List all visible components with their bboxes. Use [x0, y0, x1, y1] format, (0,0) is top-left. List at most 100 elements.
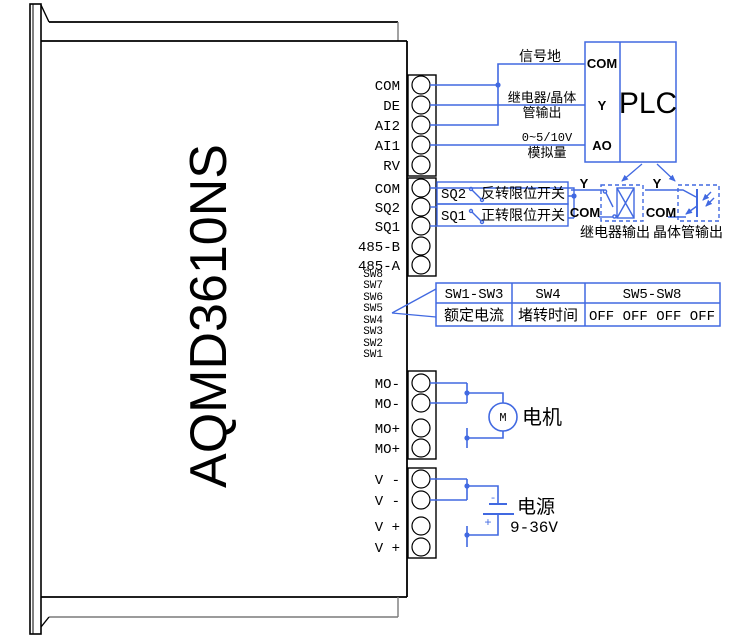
dip-pointer — [391, 288, 437, 318]
plc-pin-ao: AO — [592, 138, 612, 153]
terminal-label-sq1: SQ1 — [375, 220, 400, 236]
plc-title: PLC — [619, 87, 677, 120]
terminal-pin — [411, 197, 431, 217]
terminal-pin — [411, 255, 431, 275]
terminal-label-com: COM — [375, 79, 400, 95]
terminal-pin — [411, 115, 431, 135]
heatsink-bar — [29, 3, 42, 635]
dip-label-sw6: SW6 — [363, 292, 383, 304]
terminal-label-mo-plus2: MO+ — [375, 442, 400, 458]
dip-label-sw4: SW4 — [363, 315, 383, 327]
plc-box — [584, 41, 677, 163]
switch-contact-icon — [468, 208, 485, 225]
arrow-to-transistor-icon — [656, 163, 676, 182]
transistor-dashed-box — [677, 184, 720, 222]
junction-dot — [464, 390, 470, 396]
label-signal-ground: 信号地 — [519, 48, 561, 64]
relay-output-symbol — [571, 184, 644, 222]
terminal-label-rv: RV — [383, 159, 400, 175]
terminal-pin — [411, 373, 431, 393]
device-model-label: AQMD3610NS — [180, 144, 238, 488]
junction-dot — [464, 532, 470, 538]
terminal-label-mo-minus1: MO- — [375, 377, 400, 393]
switch-contact-icon — [468, 186, 485, 203]
battery-plus-sign: + — [484, 516, 491, 530]
battery-minus-sign: - — [490, 493, 497, 505]
dip-label-sw7: SW7 — [363, 280, 383, 292]
label-relay-output-1: 继电器/晶体 — [508, 90, 577, 105]
dip-label-sw3: SW3 — [363, 326, 383, 338]
dip-table-h2: SW4 — [535, 287, 560, 303]
label-relay-output-2: 管输出 — [522, 105, 561, 120]
transistor-y-label: Y — [653, 176, 662, 191]
transistor-emitter-arrow — [685, 205, 698, 215]
wire-signal-ground — [430, 63, 585, 126]
terminal-pin — [411, 75, 431, 95]
terminal-label-ai2: AI2 — [375, 119, 400, 135]
relay-contact-icon — [605, 192, 614, 208]
terminal-pin — [411, 135, 431, 155]
chassis-outline — [40, 4, 408, 628]
dip-table-h3: SW5-SW8 — [623, 287, 682, 303]
motor-icon — [488, 402, 518, 432]
transistor-output-caption: 晶体管输出 — [653, 224, 723, 240]
terminal-label-sq2: SQ2 — [375, 201, 400, 217]
dip-label-sw2: SW2 — [363, 338, 383, 350]
dip-table-h1: SW1-SW3 — [445, 287, 504, 303]
terminal-label-mo-plus1: MO+ — [375, 422, 400, 438]
terminal-pin — [411, 95, 431, 115]
terminal-pin — [411, 516, 431, 536]
terminal-label-485a: 485-A — [358, 259, 401, 275]
terminal-label-485b: 485-B — [358, 240, 400, 256]
power-voltage: 9-36V — [510, 519, 558, 537]
terminal-label-mo-minus2: MO- — [375, 397, 400, 413]
plc-pin-y: Y — [598, 98, 607, 113]
terminal-block-comm — [407, 177, 437, 277]
terminal-pin — [411, 469, 431, 489]
terminal-label-v-minus2: V - — [375, 494, 400, 510]
dip-label-sw1: SW1 — [363, 349, 383, 361]
power-label: 电源 — [517, 496, 555, 518]
terminal-label-v-plus2: V + — [375, 541, 400, 557]
dip-table-v1: 额定电流 — [444, 307, 504, 324]
terminal-pin — [411, 236, 431, 256]
terminal-pin — [411, 537, 431, 557]
opto-light-arrow-icon — [702, 191, 712, 201]
terminal-pin — [411, 216, 431, 236]
relay-coil-icon — [616, 187, 635, 219]
dip-table-v2: 堵转时间 — [518, 307, 578, 324]
terminal-pin — [411, 490, 431, 510]
relay-output-caption: 继电器输出 — [580, 224, 650, 240]
terminal-pin — [411, 155, 431, 175]
dip-label-sw5: SW5 — [363, 303, 383, 315]
junction-dot — [464, 435, 470, 441]
junction-dot — [495, 82, 501, 88]
reverse-limit-label: 反转限位开关 — [481, 185, 565, 201]
limit-switch-rows — [430, 181, 575, 227]
dip-table-v3: OFF OFF OFF OFF — [589, 309, 715, 325]
motor-label: 电机 — [522, 406, 562, 429]
label-analog: 模拟量 — [527, 145, 566, 160]
relay-dashed-box — [600, 184, 644, 222]
wire-com2 — [430, 187, 575, 218]
forward-limit-label: 正转限位开关 — [481, 207, 565, 223]
dip-table — [435, 282, 721, 327]
power-wiring — [430, 478, 514, 547]
terminal-pin — [411, 438, 431, 458]
terminal-pin — [411, 393, 431, 413]
relay-y-label: Y — [580, 176, 589, 191]
dip-label-sw8: SW8 — [363, 269, 383, 281]
terminal-block-power — [407, 467, 437, 559]
relay-com-label: COM — [570, 205, 600, 220]
terminal-label-ai1: AI1 — [375, 139, 400, 155]
battery-icon — [483, 503, 514, 515]
terminal-pin — [411, 178, 431, 198]
label-analog-range: 0~5/10V — [522, 131, 573, 145]
arrow-to-relay-icon — [621, 163, 643, 182]
terminal-label-v-plus1: V + — [375, 520, 400, 536]
transistor-com-label: COM — [646, 205, 676, 220]
sq1-box-label: SQ1 — [441, 209, 466, 225]
sq2-box-label: SQ2 — [441, 187, 466, 203]
wires-plc — [430, 63, 585, 146]
